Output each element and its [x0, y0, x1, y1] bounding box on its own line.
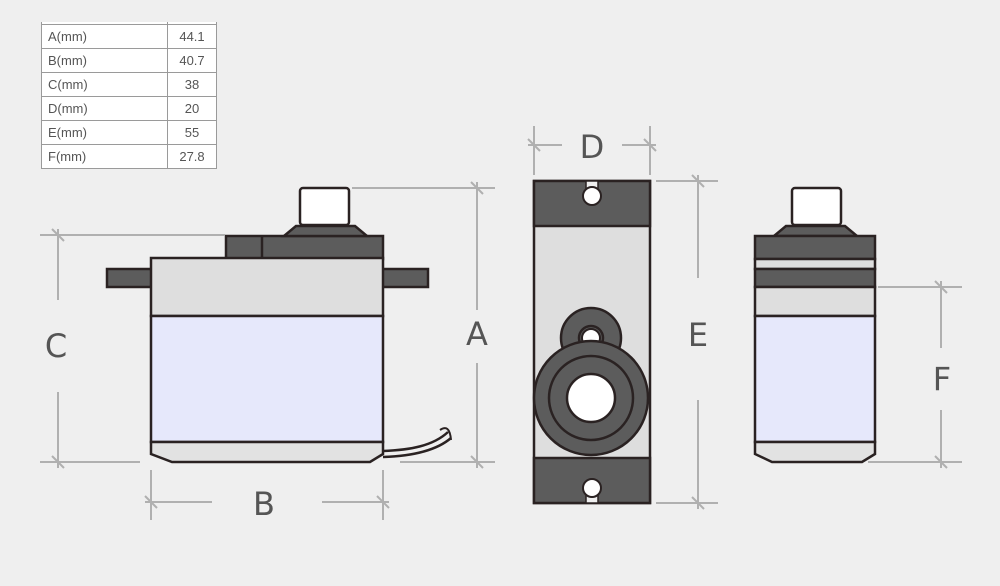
dimension-label-a: A	[466, 315, 488, 353]
dimension-label-e: E	[688, 316, 708, 354]
dimension-e: E	[656, 174, 718, 510]
side-main-body	[753, 314, 877, 444]
dimension-label: D(mm)	[41, 96, 168, 121]
servo-front-view	[105, 186, 452, 464]
top-mounting-hole	[582, 186, 602, 206]
dimension-value: 20	[167, 96, 217, 121]
dimension-label-c: C	[45, 327, 67, 365]
bottom-cover	[149, 440, 385, 464]
top-cover	[149, 256, 385, 318]
table-row: D(mm)20	[41, 96, 217, 121]
servo-side-view	[753, 186, 877, 464]
side-top-cover	[753, 285, 877, 318]
dimension-label: B(mm)	[41, 48, 168, 73]
dimension-f: F	[868, 280, 962, 469]
servo-top-view	[532, 179, 652, 505]
main-body	[149, 314, 385, 444]
dimension-c: C	[40, 228, 225, 469]
dimension-b: B	[144, 470, 390, 523]
dimension-label-f: F	[933, 360, 951, 398]
spec-table: A(mm)44.1 B(mm)40.7 C(mm)38 D(mm)20 E(mm…	[41, 22, 217, 169]
dimension-label-b: B	[253, 485, 275, 523]
dimension-a: A	[352, 181, 495, 469]
side-mounting-tab	[753, 267, 877, 289]
dimension-label-d: D	[580, 128, 605, 166]
side-gear-housing	[753, 234, 877, 261]
output-shaft-base	[280, 224, 371, 238]
dimension-d: D	[527, 126, 657, 175]
dimension-value: 27.8	[167, 144, 217, 169]
side-bottom-cover	[753, 440, 877, 464]
left-mounting-tab	[105, 267, 155, 289]
bottom-mounting-hole	[582, 478, 602, 498]
side-output-spline	[790, 186, 843, 227]
dimension-label: E(mm)	[41, 120, 168, 145]
side-shaft-base	[770, 224, 861, 238]
servo-cable-lower	[382, 437, 452, 459]
cable-end	[439, 427, 452, 441]
top-gear-housing	[224, 234, 385, 261]
servo-cable	[382, 431, 449, 453]
right-mounting-tab	[380, 267, 430, 289]
output-shaft-top	[565, 372, 617, 424]
table-row: E(mm)55	[41, 120, 217, 145]
output-spline	[298, 186, 351, 227]
side-lip	[753, 257, 877, 271]
table-row: F(mm)27.8	[41, 144, 217, 169]
dimension-label: F(mm)	[41, 144, 168, 169]
